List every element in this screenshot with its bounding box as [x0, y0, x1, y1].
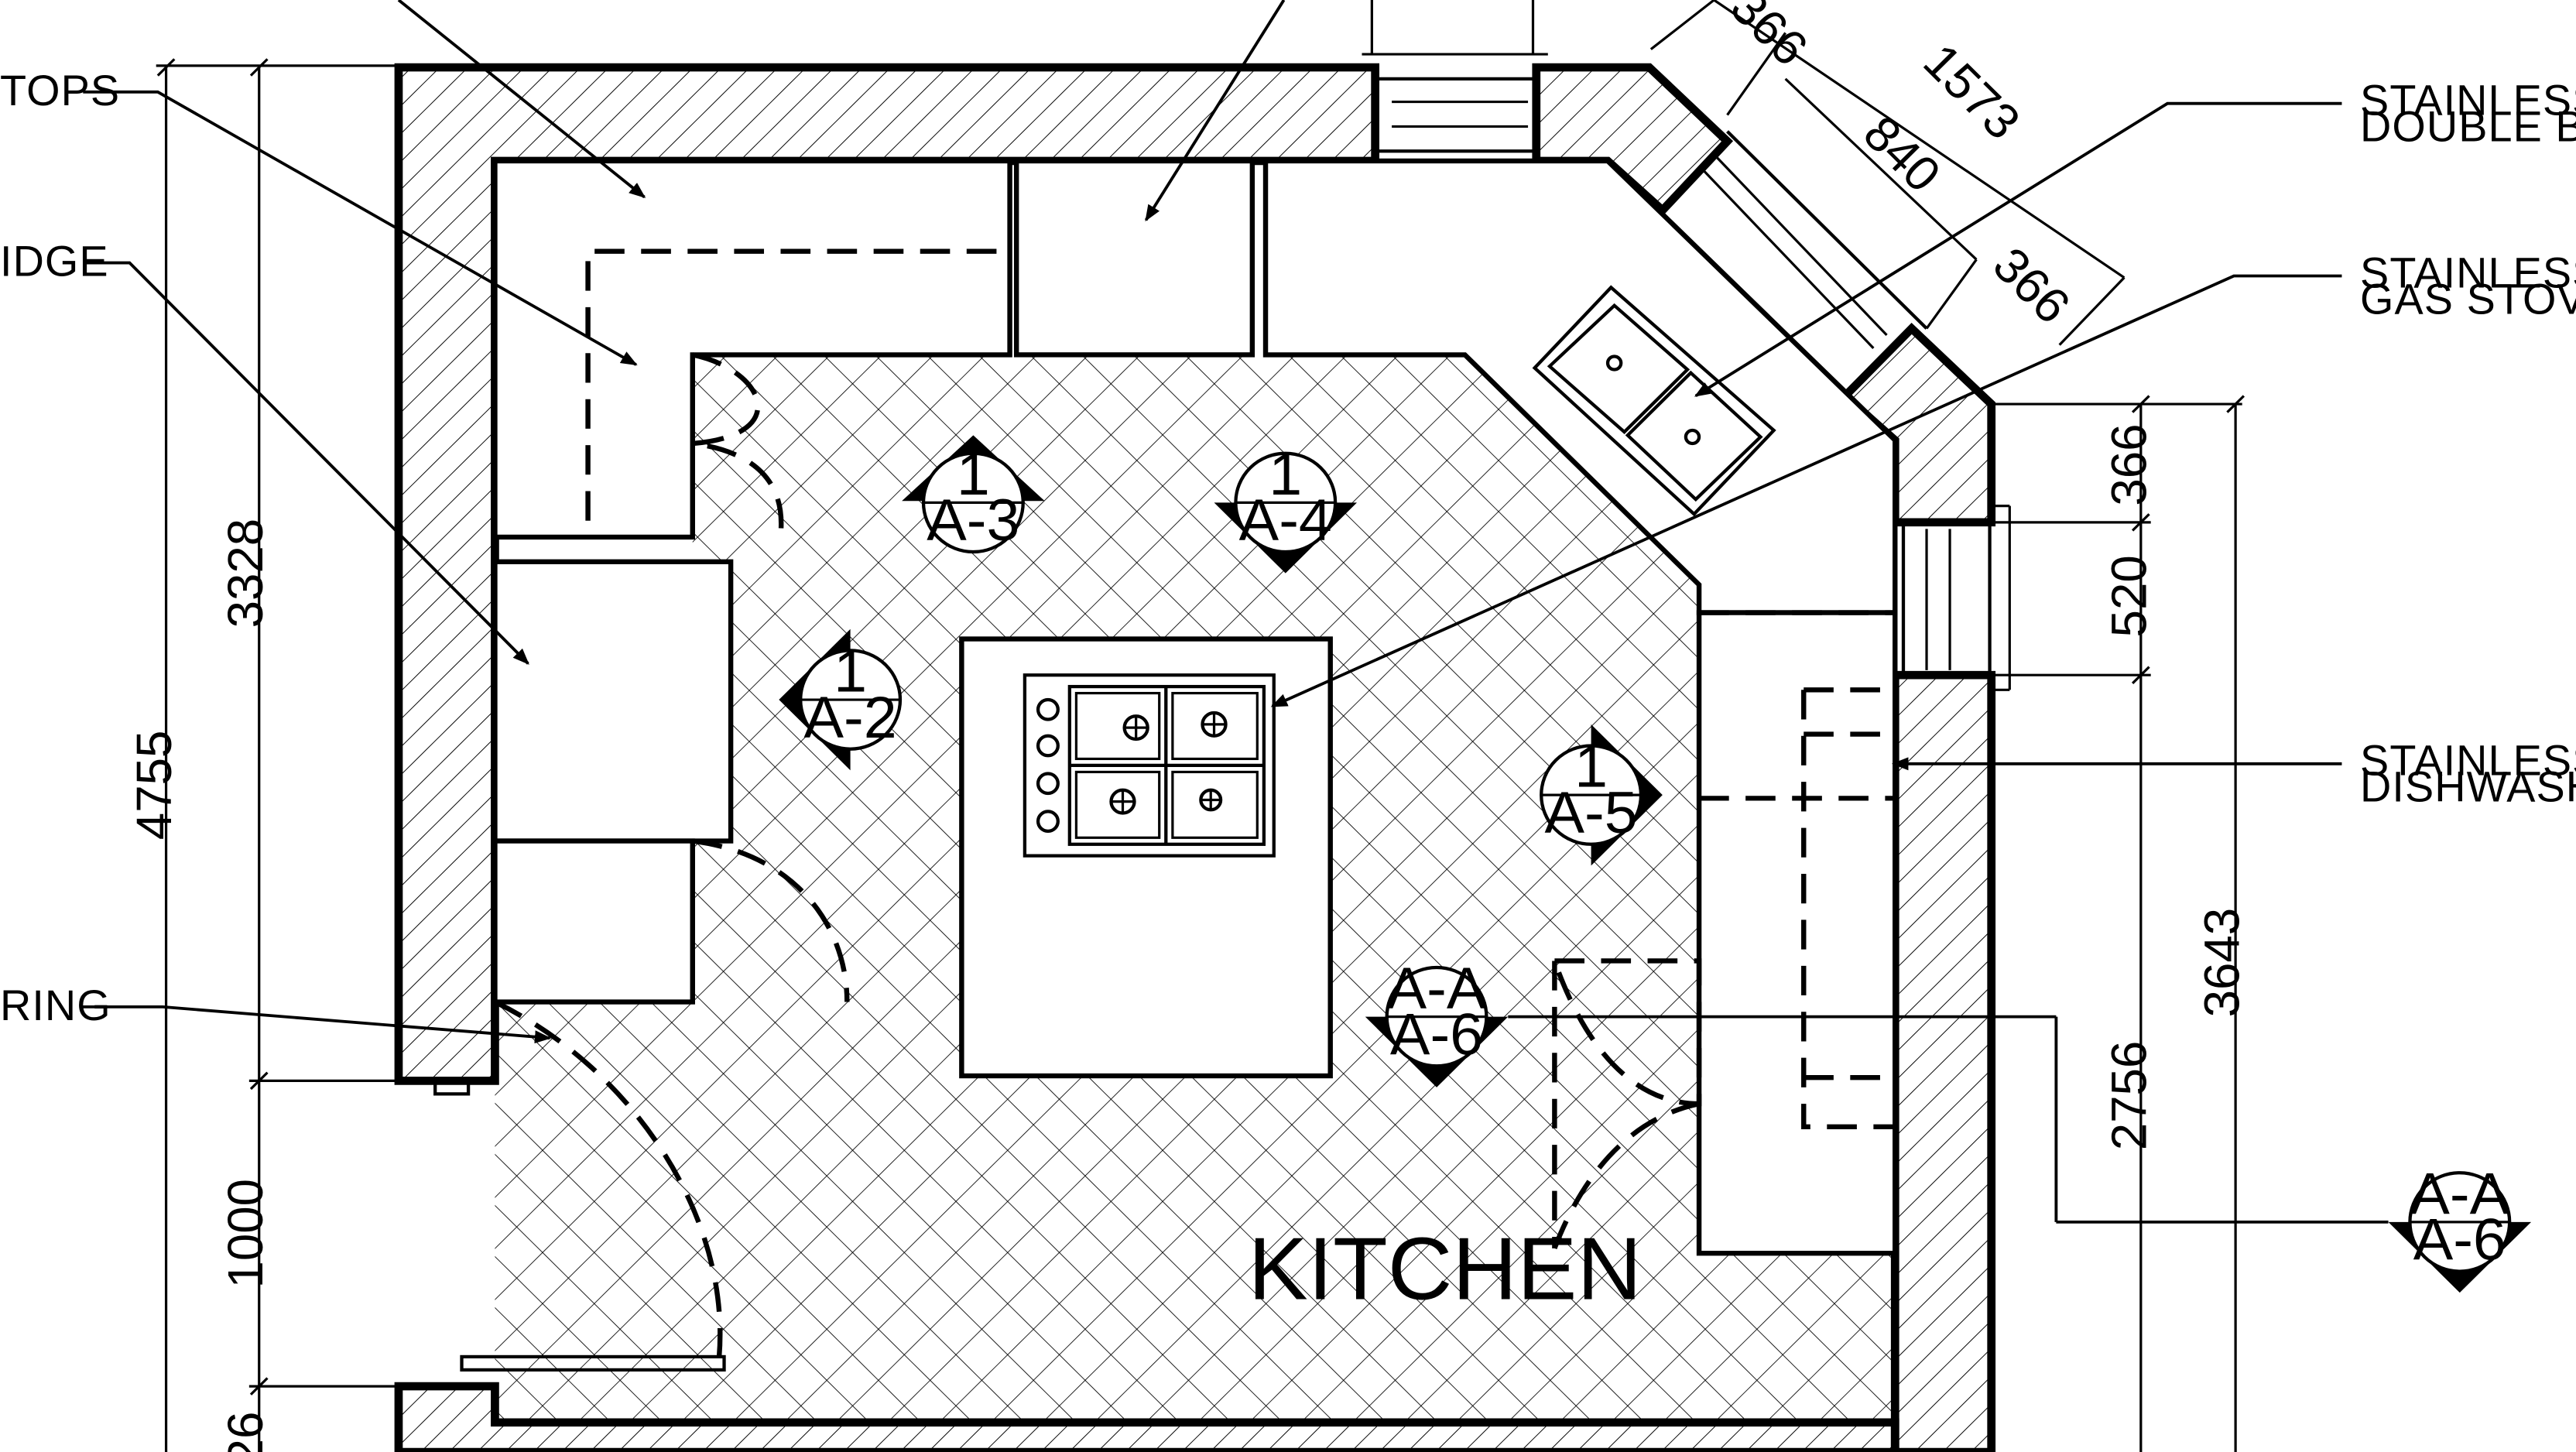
view-tag-sheet: A-5	[1544, 779, 1637, 846]
dim-diag-b: 366	[1982, 237, 2081, 334]
gas-stove	[1023, 673, 1276, 858]
view-tag-sheet: A-3	[927, 488, 1019, 554]
dim-diag-a: 366	[1720, 0, 1818, 76]
dimension-lines	[156, 0, 2245, 1452]
view-tag-a4[interactable]: 1 A-4	[1214, 441, 1358, 574]
leaders	[79, 0, 2342, 1044]
north-window	[1373, 77, 1538, 153]
label-sink-1: STAINLESS STEEL	[2360, 77, 2576, 125]
view-tag-number: 1	[1269, 441, 1302, 508]
wall-oven-cabinet	[1013, 158, 1255, 358]
dim-left-door: 1000	[218, 1179, 273, 1289]
label-flooring: RING	[0, 981, 111, 1029]
windows	[433, 0, 2011, 1372]
room-name: KITCHEN	[1249, 1220, 1643, 1318]
section-tag-letter: A-A	[2410, 1161, 2510, 1228]
view-tag-a5[interactable]: 1 A-5	[1540, 724, 1663, 866]
dim-right-outer: 3643	[2194, 908, 2249, 1018]
section-tag-a6-plan[interactable]: A-A A-6	[1365, 955, 1509, 1087]
dim-diag-window: 840	[1853, 105, 1951, 203]
dim-right-window: 520	[2101, 555, 2156, 637]
east-wall	[1890, 670, 1996, 1452]
view-tag-number: 1	[834, 639, 867, 705]
label-stove-2: GAS STOVE	[2360, 276, 2576, 324]
dim-right-lower: 2756	[2101, 1041, 2156, 1151]
view-tag-a3[interactable]: 1 A-3	[902, 435, 1045, 554]
label-dishwasher-2: DISHWASHER	[2360, 763, 2576, 811]
dim-left-outer: 4755	[126, 731, 182, 841]
section-tag-sheet: A-6	[1390, 1002, 1483, 1068]
view-tag-sheet: A-4	[1239, 488, 1332, 554]
view-tag-sheet: A-2	[804, 684, 897, 751]
cabinets	[492, 158, 1898, 1256]
view-tag-number: 1	[957, 441, 990, 508]
door-swing-pantry	[692, 352, 784, 538]
double-basin-sink	[1532, 285, 1776, 517]
label-countertops: TOPS	[0, 67, 120, 115]
view-tag-a2[interactable]: 1 A-2	[779, 628, 903, 771]
dim-diag-total: 1573	[1913, 33, 2030, 150]
east-window	[1901, 520, 1992, 677]
section-tag-letter: A-A	[1387, 955, 1488, 1022]
label-sink-2: DOUBLE BASIN SINK	[2360, 103, 2576, 151]
dim-left-upper: 3328	[218, 519, 273, 628]
label-stove-1: STAINLESS STEEL	[2360, 249, 2576, 297]
view-tag-number: 1	[1574, 734, 1608, 800]
refrigerator	[492, 559, 734, 844]
dim-left-bottom: 26	[218, 1412, 273, 1452]
west-door-jamb	[433, 1079, 471, 1096]
east-counter	[1696, 610, 1898, 1256]
section-tag-sheet: A-6	[2413, 1207, 2506, 1273]
section-tag-a6-callout[interactable]: A-A A-6	[2388, 1161, 2532, 1293]
south-door-jamb	[460, 1354, 726, 1372]
label-fridge: IDGE	[0, 238, 109, 286]
diagonal-window-outer	[1726, 130, 1928, 330]
pantry-cabinet	[492, 838, 695, 1005]
south-wall	[394, 1382, 1899, 1452]
dim-right-top: 366	[2101, 423, 2156, 505]
label-dishwasher-1: STAINLESS STEEL	[2360, 737, 2576, 785]
